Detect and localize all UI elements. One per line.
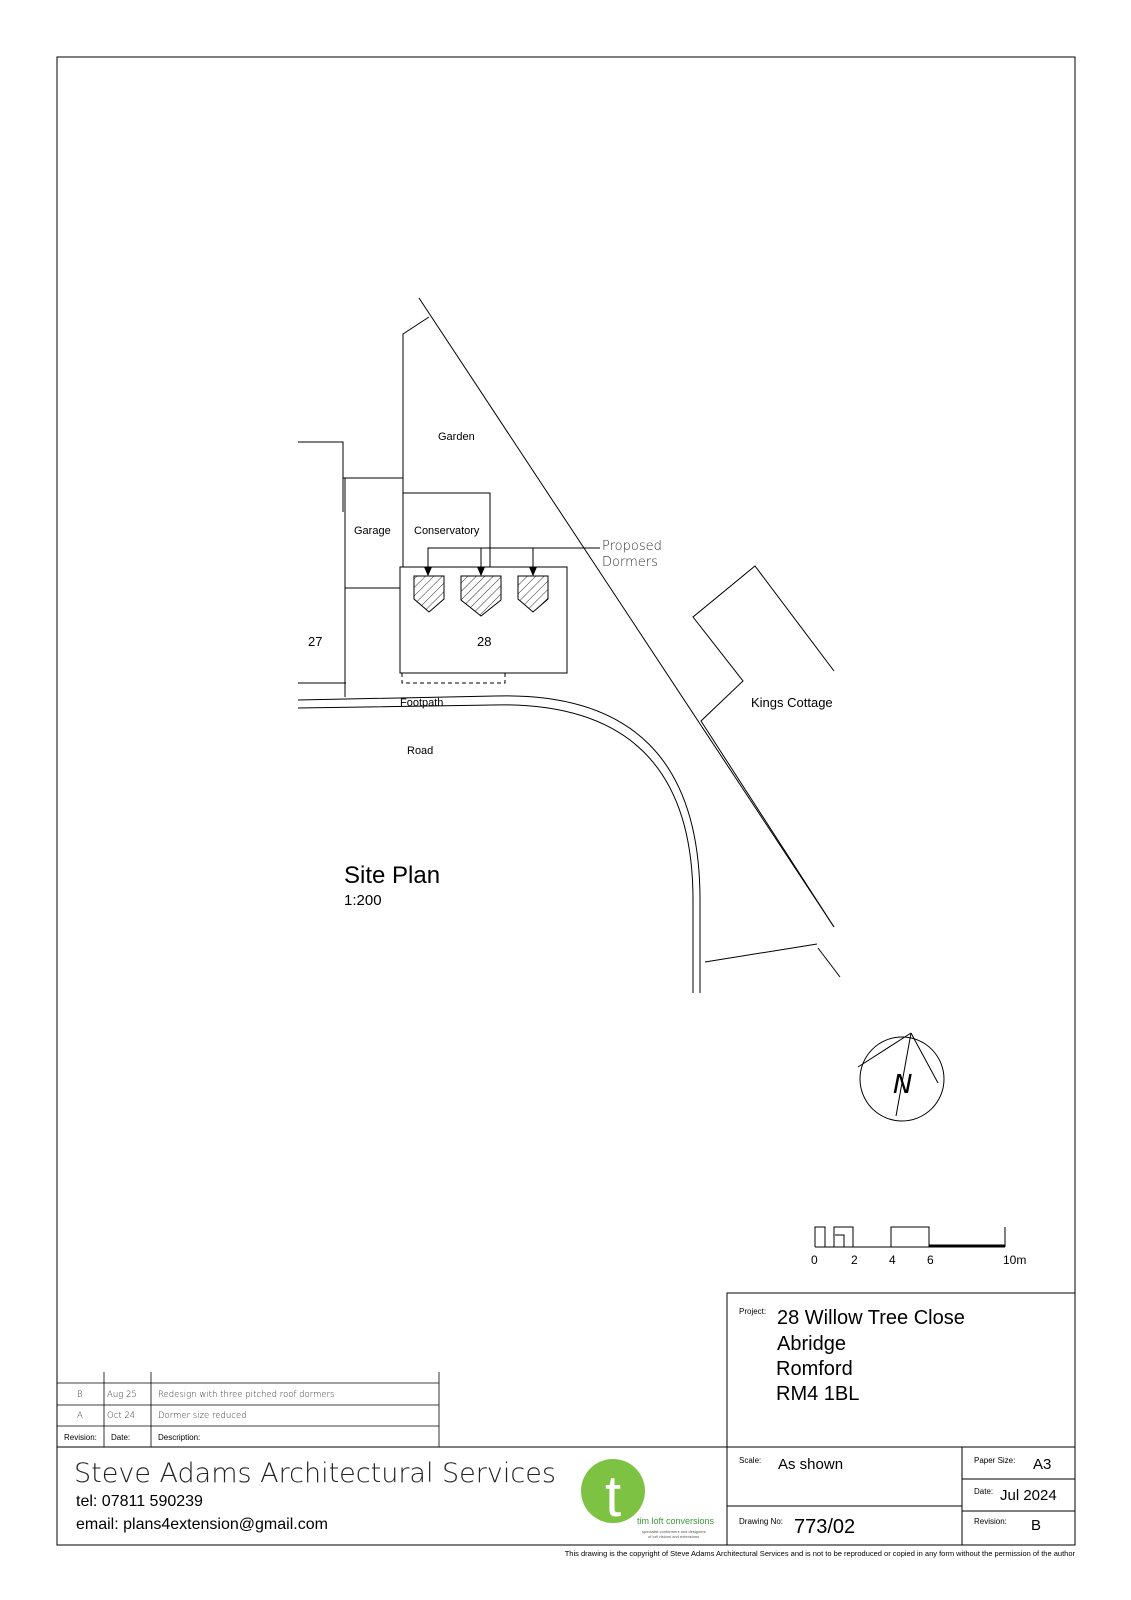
scale-tick-6: 6	[927, 1253, 934, 1267]
dormer-arrow-3	[529, 567, 537, 577]
rev-b-desc: Redesign with three pitched roof dormers	[158, 1390, 335, 1400]
logo-letter: t	[605, 1464, 621, 1529]
plan-labels: Garden Garage Conservatory 27 28 Footpat…	[308, 431, 833, 757]
boundary-spur	[704, 943, 818, 963]
rev-header-date: Date:	[111, 1433, 130, 1442]
copyright-notice: This drawing is the copyright of Steve A…	[564, 1549, 1075, 1558]
north-arrow: N	[857, 1032, 945, 1122]
scale-tick-0: 0	[811, 1253, 818, 1267]
project-line-3: Romford	[776, 1358, 853, 1380]
paper-size-value: A3	[1033, 1456, 1051, 1473]
label-garden: Garden	[438, 431, 475, 443]
house-27-outline	[298, 441, 344, 512]
rev-header-desc: Description:	[158, 1433, 200, 1442]
label-house-28: 28	[477, 634, 491, 649]
footpath-inner	[297, 704, 694, 993]
dormer-callout: Proposed Dormers	[602, 539, 662, 570]
rev-a-id: A	[77, 1411, 83, 1421]
rev-b-id: B	[77, 1390, 83, 1400]
north-letter: N	[893, 1070, 912, 1100]
company-tel: tel: 07811 590239	[76, 1493, 203, 1510]
date-label: Date:	[974, 1487, 993, 1496]
label-house-27: 27	[308, 634, 322, 649]
scale-bar	[814, 1226, 1006, 1248]
house-28-dashed	[401, 673, 506, 684]
rev-a-date: Oct 24	[107, 1411, 135, 1421]
scale-label: Scale:	[739, 1456, 761, 1465]
company-name: Steve Adams Architectural Services	[74, 1458, 556, 1489]
plan-title: Site Plan	[344, 862, 440, 889]
label-garage: Garage	[354, 525, 391, 537]
kings-cottage-outline	[692, 565, 835, 928]
date-value: Jul 2024	[1000, 1487, 1057, 1504]
scale-tick-10: 10m	[1003, 1253, 1026, 1267]
dormer-3	[517, 575, 549, 613]
label-road: Road	[407, 745, 433, 757]
label-kings-cottage: Kings Cottage	[751, 695, 833, 710]
revisions-text: B Aug 25 Redesign with three pitched roo…	[77, 1390, 335, 1421]
drawing-no-value: 773/02	[794, 1516, 855, 1538]
site-plan	[297, 297, 841, 993]
logo-tagline-2: of loft visions and extensions	[648, 1534, 699, 1539]
dormer-1	[413, 575, 445, 613]
revisions-table	[57, 1372, 440, 1447]
project-line-1: 28 Willow Tree Close	[777, 1307, 965, 1329]
project-line-4: RM4 1BL	[776, 1383, 859, 1405]
rev-b-date: Aug 25	[107, 1390, 137, 1400]
revision-label: Revision:	[974, 1517, 1007, 1526]
dormer-leader	[427, 547, 600, 570]
title-block	[57, 1292, 1076, 1546]
callout-line-1: Proposed	[602, 539, 662, 554]
dormer-arrow-1	[424, 567, 432, 577]
logo-name: tim loft conversions	[637, 1516, 715, 1526]
scale-value: As shown	[778, 1456, 843, 1473]
house-28-outline	[399, 566, 568, 674]
label-footpath: Footpath	[400, 697, 443, 709]
company-email: email: plans4extension@gmail.com	[76, 1516, 328, 1533]
logo-circle	[581, 1459, 645, 1523]
project-block: Project: 28 Willow Tree Close Abridge Ro…	[739, 1307, 965, 1405]
scale-bar-ticks: 0 2 4 6 10m	[811, 1253, 1026, 1267]
callout-line-2: Dormers	[602, 555, 658, 570]
company-logo: t tim loft conversions specialist confor…	[581, 1459, 715, 1539]
drawing-no-label: Drawing No:	[739, 1517, 783, 1526]
paper-size-label: Paper Size:	[974, 1456, 1015, 1465]
diagonal-boundary	[418, 297, 835, 928]
footpath-outer	[297, 695, 701, 993]
dormer-2	[460, 575, 502, 617]
label-conservatory: Conservatory	[414, 525, 480, 537]
scale-tick-4: 4	[889, 1253, 896, 1267]
project-line-2: Abridge	[777, 1333, 846, 1355]
diagonal-boundary-lower	[817, 947, 841, 978]
sheet-border	[56, 56, 1076, 1546]
revisions-headers: Revision: Date: Description:	[64, 1433, 200, 1442]
garden-boundary	[402, 316, 430, 567]
dormer-arrow-2	[477, 567, 485, 577]
project-label: Project:	[739, 1307, 766, 1316]
rev-header-rev: Revision:	[64, 1433, 97, 1442]
rev-a-desc: Dormer size reduced	[158, 1411, 247, 1421]
revision-value: B	[1031, 1517, 1041, 1534]
logo-tagline-1: specialist conformers and designers	[642, 1529, 706, 1534]
title-fields: Scale: As shown Paper Size: A3 Date: Jul…	[739, 1456, 1057, 1538]
plan-scale: 1:200	[344, 892, 382, 909]
scale-tick-2: 2	[851, 1253, 858, 1267]
